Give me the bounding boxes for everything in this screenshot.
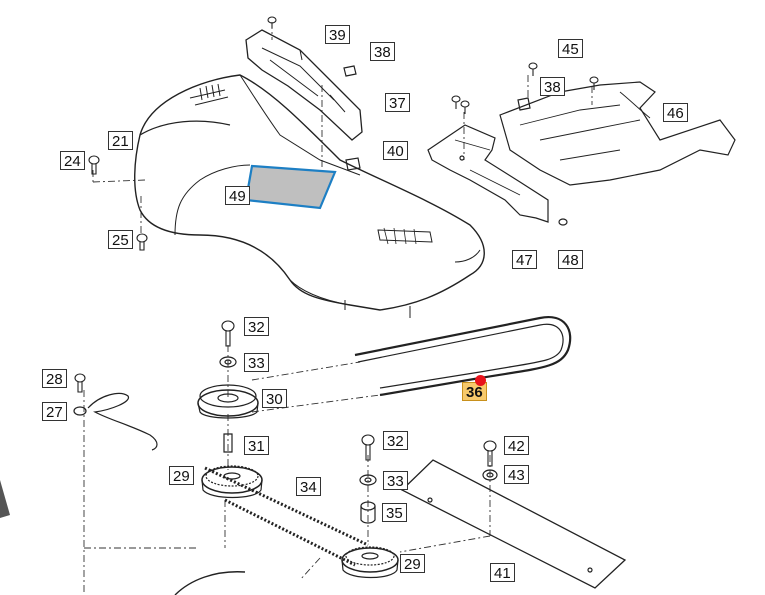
shield-part-46: [499, 81, 736, 186]
v-belt-part-36: [354, 316, 572, 397]
callout-39: 39: [325, 25, 350, 44]
pulley-part-30: [197, 384, 259, 419]
callout-35: 35: [382, 503, 407, 522]
callout-28: 28: [42, 369, 67, 388]
callout-32: 32: [383, 431, 408, 450]
nut-part-48: [558, 218, 568, 226]
callout-48: 48: [558, 250, 583, 269]
callout-33: 33: [383, 471, 408, 490]
callout-43: 43: [504, 465, 529, 484]
callout-41: 41: [490, 563, 515, 582]
pulley-part-29b: [341, 546, 399, 579]
washer-part-33b: [359, 474, 377, 486]
hotspot-marker[interactable]: [475, 375, 486, 386]
callout-29: 29: [400, 554, 425, 573]
clip-part-40: [345, 157, 361, 171]
timing-belt-part-34: [204, 466, 369, 567]
leader-lines: [83, 22, 593, 595]
deck-partial: [174, 571, 246, 595]
label-part-49: [244, 164, 337, 210]
callout-38: 38: [540, 77, 565, 96]
callout-29: 29: [169, 466, 194, 485]
callout-47: 47: [512, 250, 537, 269]
bracket-part-47: [427, 124, 549, 223]
deck-cover-part-21: [134, 74, 485, 318]
edge-fragment: [0, 480, 10, 518]
callout-38: 38: [370, 42, 395, 61]
spacer-part-35: [360, 501, 376, 524]
pulley-part-29a: [201, 465, 263, 499]
bracket-part-37: [245, 29, 363, 141]
callout-32: 32: [244, 317, 269, 336]
washer-part-43: [482, 469, 498, 481]
callout-30: 30: [262, 389, 287, 408]
callout-45: 45: [558, 39, 583, 58]
screws: [74, 16, 599, 467]
callout-34: 34: [296, 477, 321, 496]
callout-37: 37: [385, 93, 410, 112]
key-part-31: [223, 433, 233, 453]
callout-49: 49: [225, 186, 250, 205]
callout-40: 40: [383, 141, 408, 160]
callout-24: 24: [60, 151, 85, 170]
washer-part-33a: [219, 356, 237, 368]
callout-46: 46: [663, 103, 688, 122]
plate-part-41: [400, 459, 627, 589]
callout-33: 33: [244, 353, 269, 372]
callout-31: 31: [244, 436, 269, 455]
callout-27: 27: [42, 402, 67, 421]
callout-36-highlighted[interactable]: 36: [462, 382, 487, 401]
clip-part-38b: [517, 97, 531, 111]
callout-21: 21: [108, 131, 133, 150]
callout-42: 42: [504, 436, 529, 455]
spring-part-27: [87, 392, 158, 451]
clip-part-38a: [343, 65, 357, 77]
callout-25: 25: [108, 230, 133, 249]
washer-part-27: [73, 406, 87, 416]
